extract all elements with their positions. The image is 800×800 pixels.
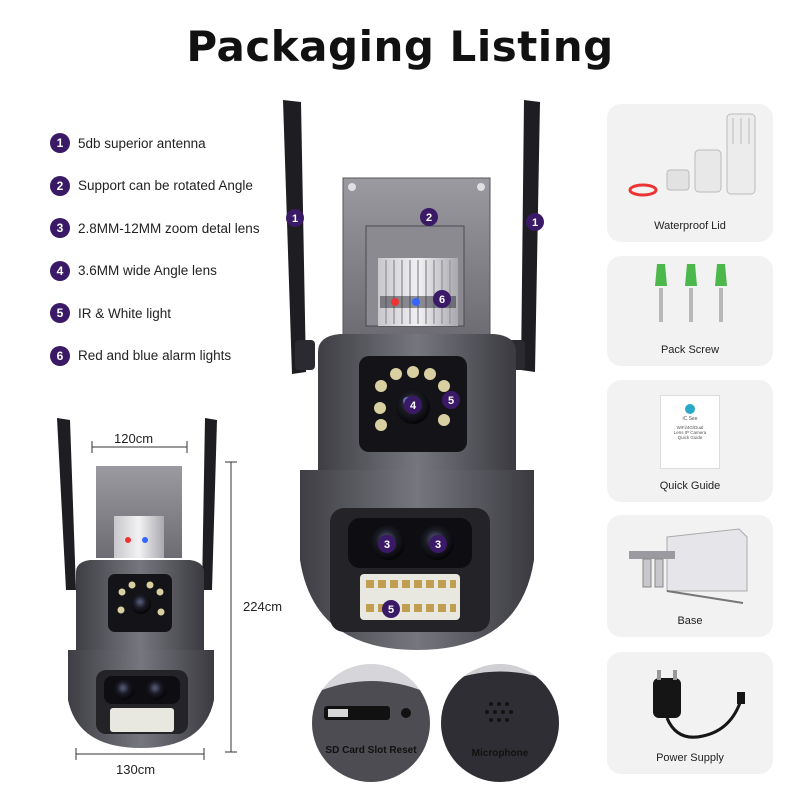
waterproof-lid-icon	[628, 113, 756, 197]
page-title: Packaging Listing	[186, 22, 614, 71]
sd-card-slot-detail	[312, 664, 430, 782]
guide-line: Quick Guide	[677, 435, 703, 440]
callout-light: 5	[388, 604, 394, 616]
feature-item: 5 IR & White light	[50, 292, 300, 335]
callout-antenna: 1	[532, 217, 538, 229]
feature-label: 2.8MM-12MM zoom detal lens	[78, 220, 260, 236]
screw-icon	[655, 264, 727, 322]
accessory-card-waterproof-lid: Waterproof Lid	[607, 104, 773, 242]
callout-zoom-lens: 3	[384, 539, 390, 551]
guide-line: WiFi/4G/Dual	[676, 425, 704, 430]
feature-item: 4 3.6MM wide Angle lens	[50, 250, 300, 293]
guide-icon: iC See WiFi/4G/Dual Lens IP Camera Quick…	[660, 395, 720, 469]
feature-label: IR & White light	[78, 305, 172, 321]
feature-number-badge: 1	[50, 133, 70, 154]
guide-brand: iC See	[682, 416, 698, 422]
antenna-right	[505, 100, 540, 372]
feature-number-badge: 4	[50, 260, 70, 281]
accessory-label: Power Supply	[656, 752, 724, 764]
accessory-label: Quick Guide	[659, 480, 721, 492]
feature-item: 2 Support can be rotated Angle	[50, 165, 300, 208]
microphone-icon	[441, 664, 559, 782]
feature-number-badge: 6	[50, 345, 70, 366]
callout-alarm: 6	[439, 294, 445, 306]
feature-number-badge: 2	[50, 175, 70, 196]
feature-label: 3.6MM wide Angle lens	[78, 263, 217, 279]
power-adapter-icon	[653, 670, 745, 739]
accessory-card-base: Base	[607, 515, 773, 637]
feature-number-badge: 3	[50, 218, 70, 239]
feature-label: Support can be rotated Angle	[78, 178, 253, 194]
feature-number-badge: 5	[50, 303, 70, 324]
dimension-lines	[75, 441, 237, 760]
feature-item: 6 Red and blue alarm lights	[50, 335, 300, 378]
dimension-width-top: 120cm	[114, 431, 154, 446]
callout-wide-lens: 4	[410, 400, 417, 412]
antenna-left	[283, 100, 315, 374]
microphone-detail	[441, 664, 559, 782]
callout-light: 5	[448, 395, 454, 407]
dimension-height: 224cm	[243, 599, 283, 614]
feature-list: 1 5db superior antenna 2 Support can be …	[50, 122, 300, 377]
feature-item: 1 5db superior antenna	[50, 122, 300, 165]
base-bracket-icon	[629, 528, 748, 604]
guide-line: Lens IP Camera	[673, 430, 707, 435]
microphone-label: Microphone	[471, 748, 529, 759]
accessory-label: Waterproof Lid	[654, 220, 726, 232]
callout-bracket: 2	[426, 212, 432, 224]
accessory-label: Base	[677, 615, 703, 627]
feature-item: 3 2.8MM-12MM zoom detal lens	[50, 207, 300, 250]
small-camera	[57, 418, 217, 748]
accessory-label: Pack Screw	[660, 344, 720, 356]
sd-card-slot-icon	[312, 664, 430, 782]
feature-label: Red and blue alarm lights	[78, 348, 232, 364]
sd-card-slot-label: SD Card Slot Reset	[325, 745, 417, 756]
accessory-card-quick-guide: iC See WiFi/4G/Dual Lens IP Camera Quick…	[607, 380, 773, 502]
feature-label: 5db superior antenna	[78, 135, 206, 151]
callout-zoom-lens: 3	[435, 539, 441, 551]
dimension-width-bottom: 130cm	[116, 762, 156, 777]
accessory-card-pack-screw: Pack Screw	[607, 256, 773, 366]
accessory-card-power-supply: Power Supply	[607, 652, 773, 774]
callout-antenna: 1	[292, 213, 298, 225]
